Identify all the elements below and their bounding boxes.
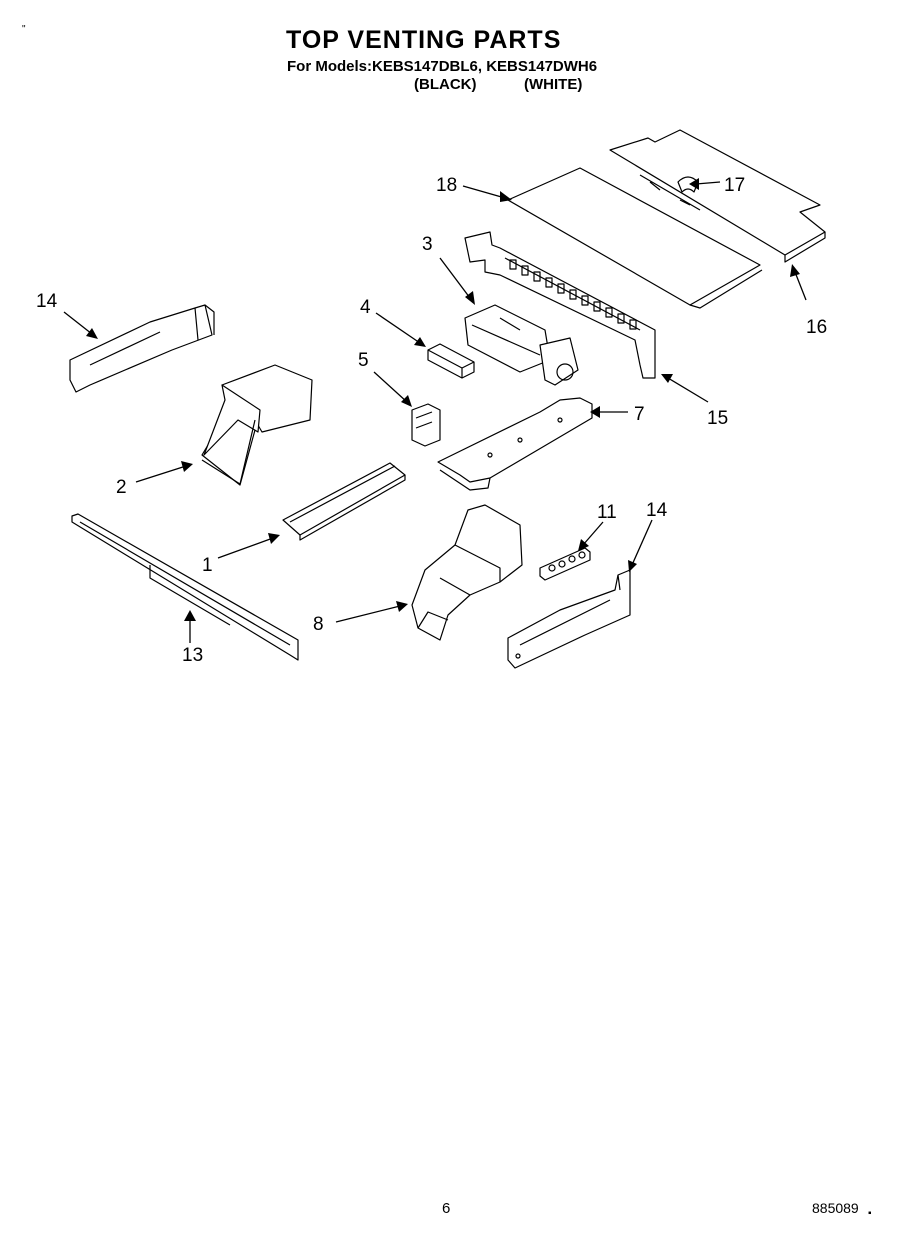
part-17-clip [677,176,699,193]
callout-2: 2 [116,477,127,498]
part-13-side-rail [71,513,299,661]
callout-18: 18 [436,175,457,196]
callout-11: 11 [597,502,617,523]
part-14-right-bracket [507,569,631,669]
callout-1: 1 [202,555,213,576]
callout-14-left: 14 [36,291,58,312]
callout-16: 16 [806,317,827,338]
model-numbers: For Models:KEBS147DBL6, KEBS147DWH6 [287,58,598,75]
callout-5: 5 [358,350,369,371]
part-5-switch [411,403,441,447]
part-18-insulation [507,167,763,309]
part-1-trim-strip [282,462,406,541]
callout-14-right: 14 [646,500,668,521]
part-11-terminal-block [539,547,591,581]
callout-17: 17 [724,175,745,196]
part-3-vent-fan-assembly [464,304,579,386]
callout-labels: 18 17 3 14 4 16 5 7 15 2 11 14 1 8 13 [36,175,827,666]
callout-4: 4 [360,297,371,318]
part-7-plate [437,397,593,491]
part-8-duct-shroud [411,504,523,641]
callout-8: 8 [313,614,324,635]
variant-black-label: (BLACK) [414,76,477,93]
page-title: TOP VENTING PARTS [286,26,562,54]
callout-3: 3 [422,234,433,255]
page-number: 6 [442,1200,451,1217]
variant-white-label: (WHITE) [524,76,583,93]
callout-13: 13 [182,645,203,666]
part-14-left-bracket [69,304,215,393]
callout-15: 15 [707,408,728,429]
part-15-vent-bracket [464,231,656,379]
corner-mark-bottom: ▪ [868,1208,872,1219]
leader-lines [63,178,807,643]
part-16-top-panel [609,129,826,263]
part-2-duct [201,364,313,486]
callout-7: 7 [634,404,645,425]
corner-mark: " [22,24,26,35]
document-code: 885089 [812,1200,859,1216]
part-4-block [427,343,475,379]
